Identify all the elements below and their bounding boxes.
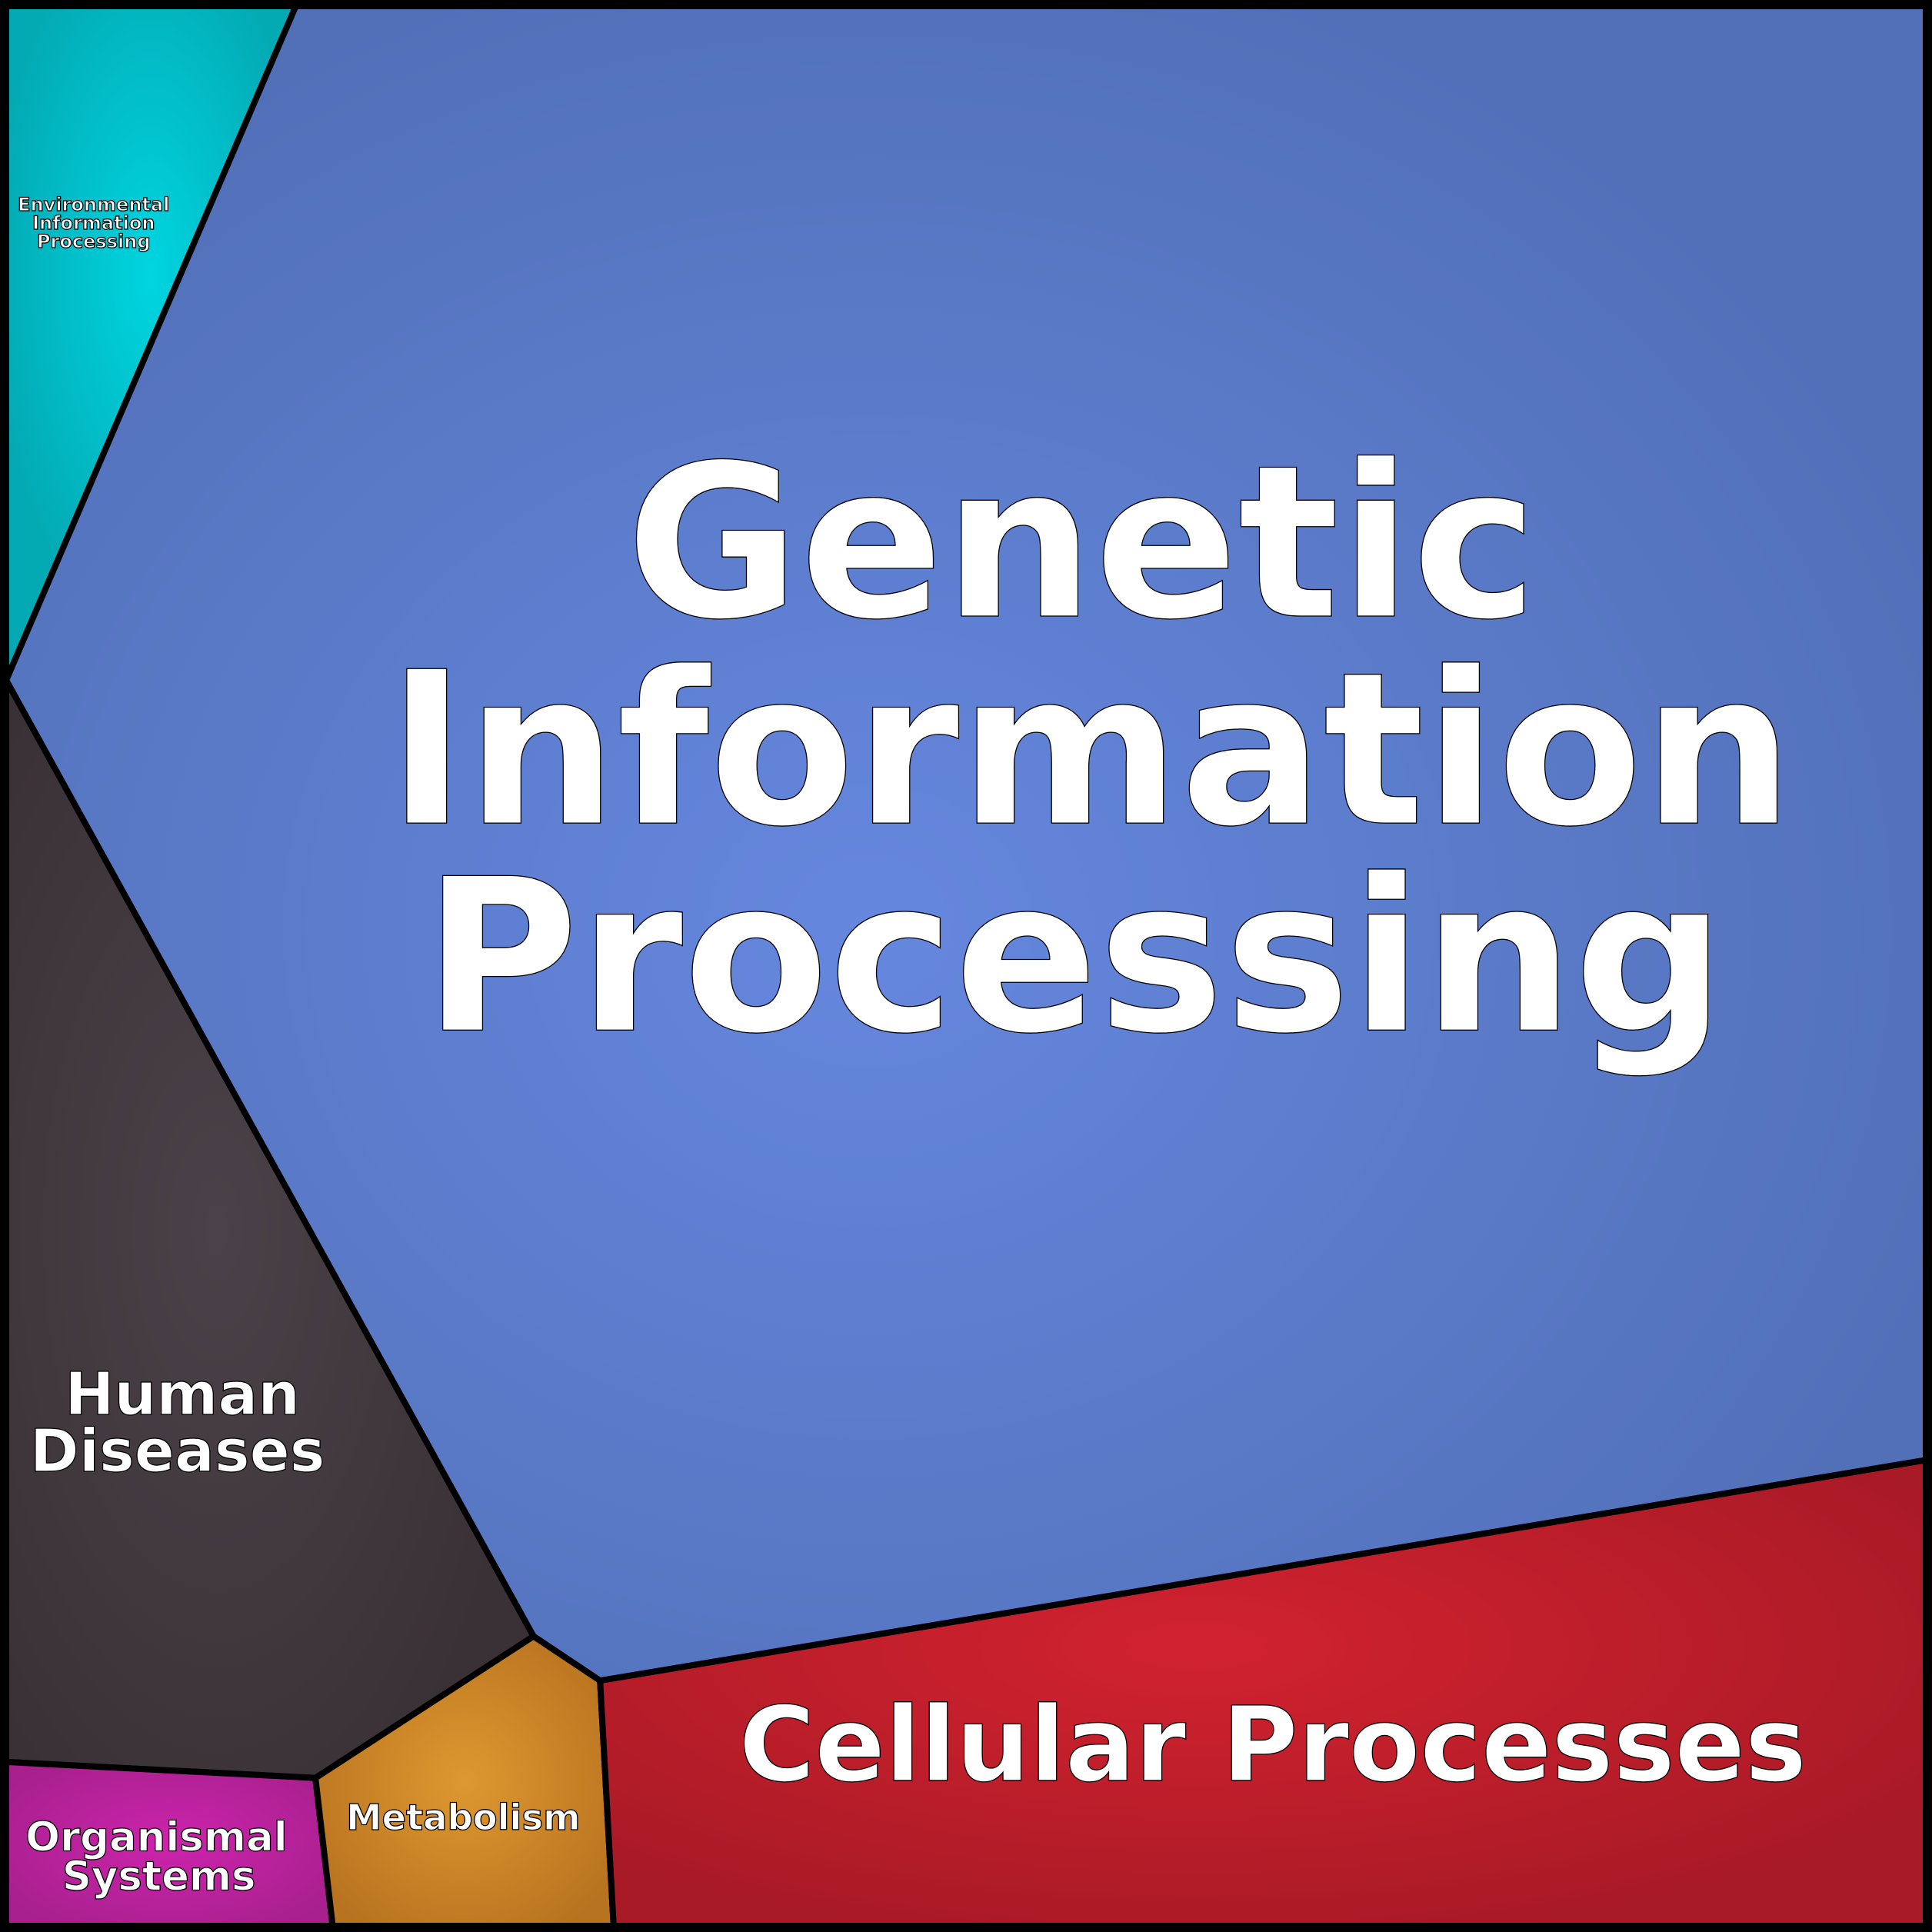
cell-environmental-information-processing[interactable]: Environmental Information Processing	[3, 3, 299, 684]
cell-metabolism[interactable]: Metabolism	[312, 1633, 617, 1929]
cell-label: Processing	[423, 833, 1725, 1080]
cell-cellular-processes[interactable]: Cellular Processes	[597, 1457, 1929, 1929]
cell-label: Genetic	[626, 419, 1538, 666]
cell-label: Environmental	[18, 194, 169, 215]
cell-organismal-systems[interactable]: Organismal Systems	[3, 1758, 336, 1929]
cell-label: Information	[388, 626, 1794, 873]
cell-genetic-information-processing[interactable]: Genetic Information Processing	[3, 3, 1929, 1684]
cell-label: Metabolism	[346, 1797, 580, 1838]
cell-label: Processing	[37, 231, 151, 252]
cell-label: Organismal	[25, 1814, 288, 1860]
cell-label: Systems	[62, 1854, 256, 1900]
cell-label: Cellular Processes	[739, 1684, 1807, 1805]
cell-label: Diseases	[30, 1417, 325, 1486]
cell-label: Information	[32, 212, 155, 234]
cell-label: Human	[65, 1361, 300, 1429]
